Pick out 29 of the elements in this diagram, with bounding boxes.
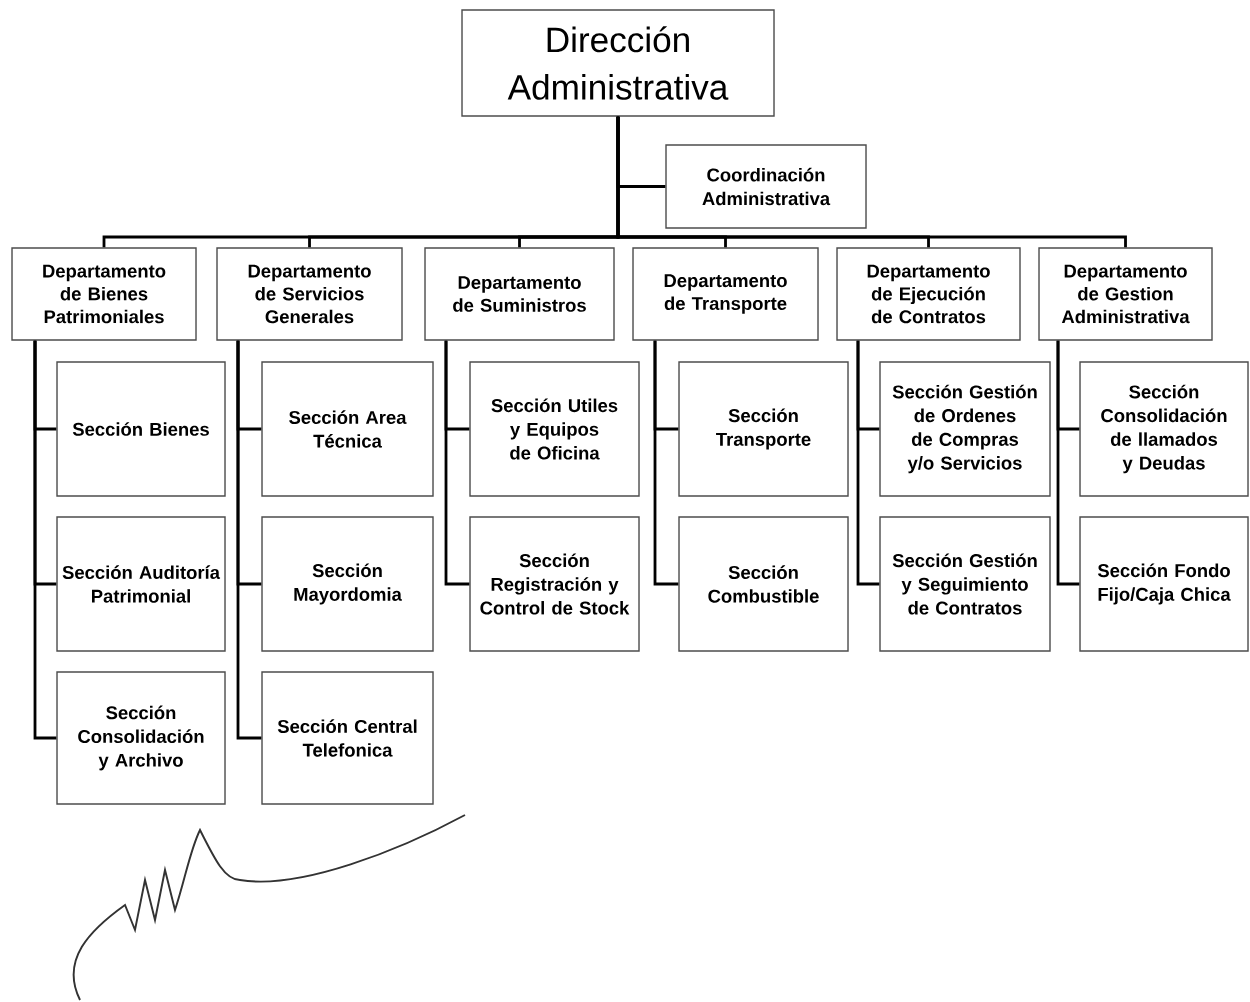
department-box: Departamento de Bienes Patrimoniales: [11, 247, 197, 341]
department-box: Departamento de Suministros: [424, 247, 615, 341]
section-box: Sección Transporte: [678, 361, 849, 497]
section-box: Sección Bienes: [56, 361, 226, 497]
section-box: Sección Auditoría Patrimonial: [56, 516, 226, 652]
connector-line: [33, 340, 57, 740]
section-box: Sección Combustible: [678, 516, 849, 652]
coordination-box: Coordinación Administrativa: [665, 144, 867, 229]
department-box: Departamento de Gestion Administrativa: [1038, 247, 1213, 341]
section-box: Sección Utiles y Equipos de Oficina: [469, 361, 640, 497]
section-box: Sección Area Técnica: [261, 361, 434, 497]
connector-line: [236, 340, 262, 740]
connector-line: [856, 340, 880, 586]
section-box: Sección Gestión y Seguimiento de Contratos: [879, 516, 1051, 652]
director-box: Dirección Administrativa: [461, 9, 775, 117]
section-box: Sección Fondo Fijo/Caja Chica: [1079, 516, 1249, 652]
connector-line: [1056, 340, 1080, 586]
section-box: Sección Mayordomia: [261, 516, 434, 652]
section-box: Sección Gestión de Ordenes de Compras y/o Servicios: [879, 361, 1051, 497]
section-box: Sección Central Telefonica: [261, 671, 434, 805]
department-box: Departamento de Servicios Generales: [216, 247, 403, 341]
connector-line: [653, 340, 679, 586]
department-box: Departamento de Ejecución de Contratos: [836, 247, 1021, 341]
section-box: Sección Consolidación de llamados y Deudas: [1079, 361, 1249, 497]
section-box: Sección Consolidación y Archivo: [56, 671, 226, 805]
section-box: Sección Registración y Control de Stock: [469, 516, 640, 652]
connector-line: [616, 116, 1127, 248]
department-box: Departamento de Transporte: [632, 247, 819, 341]
connector-line: [444, 340, 470, 586]
